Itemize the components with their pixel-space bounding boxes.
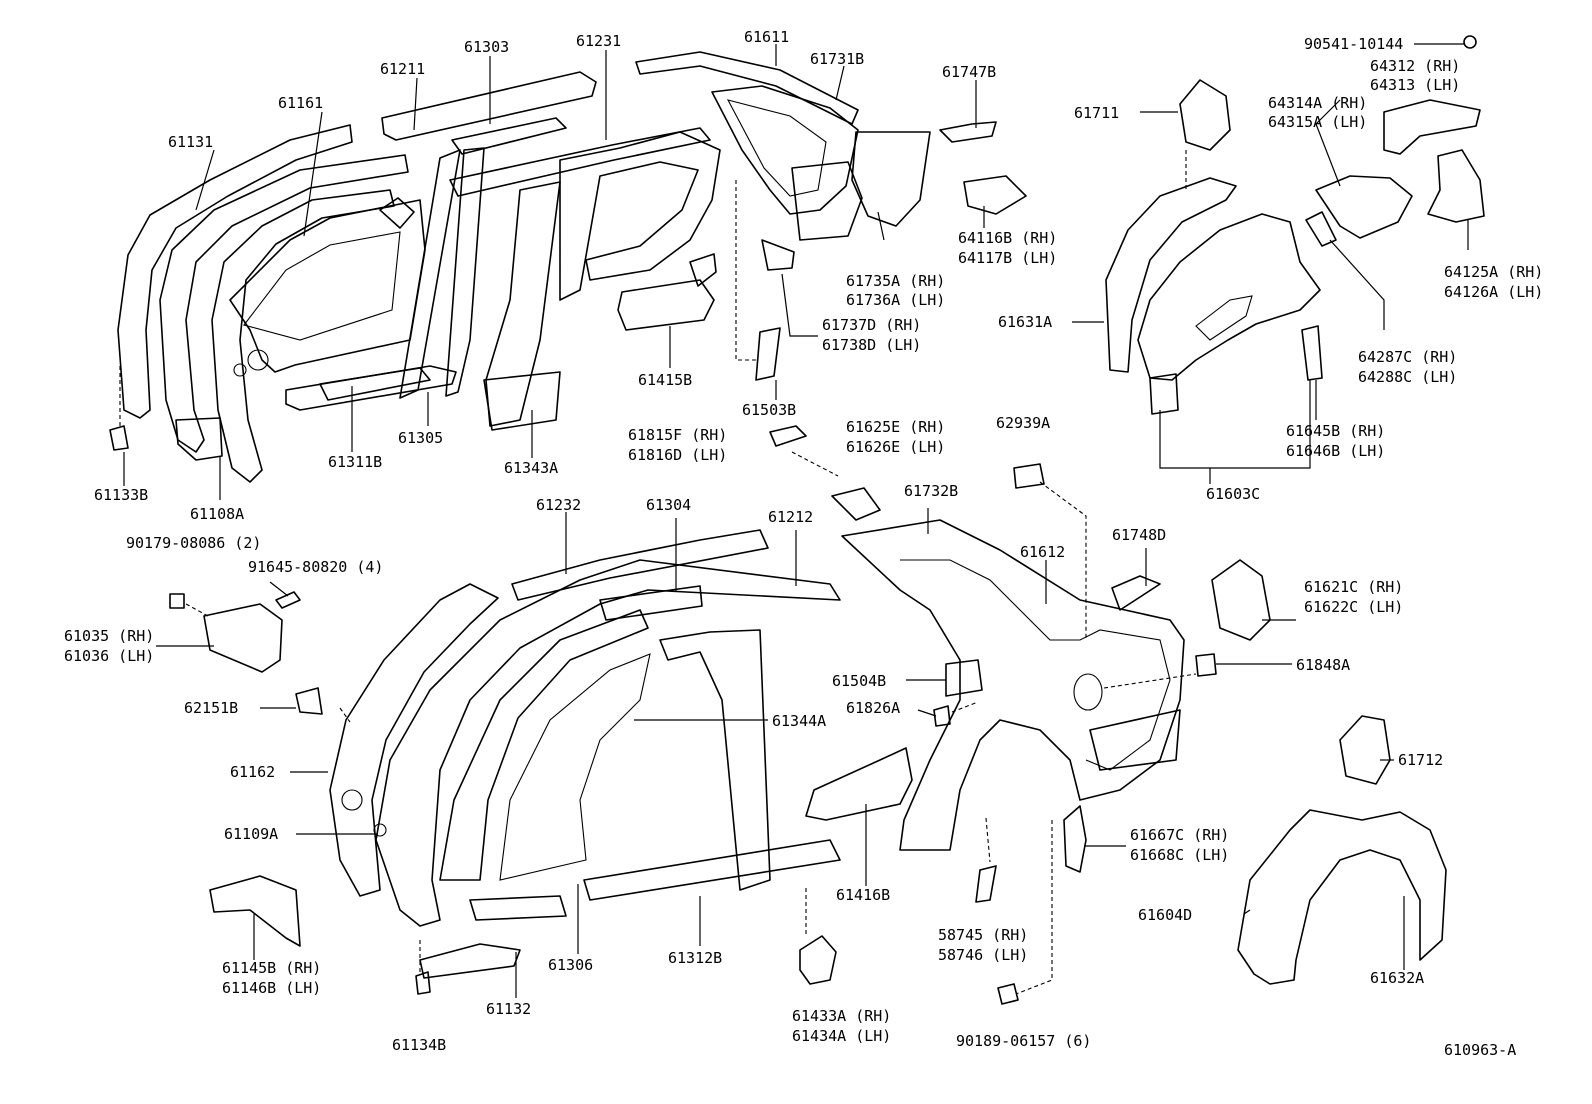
label-90541-10144: 90541-10144	[1304, 35, 1403, 53]
label-61826a: 61826A	[846, 699, 900, 717]
label-61343a: 61343A	[504, 459, 558, 477]
label-61311b: 61311B	[328, 453, 382, 471]
leader-lines	[123, 43, 1469, 998]
label-61667c: 61667C (RH)	[1130, 826, 1229, 844]
label-61133b: 61133B	[94, 486, 148, 504]
label-64314a: 64314A (RH)	[1268, 94, 1367, 112]
label-64287c: 64287C (RH)	[1358, 348, 1457, 366]
label-64126a: 64126A (LH)	[1444, 283, 1543, 301]
label-61622c: 61622C (LH)	[1304, 598, 1403, 616]
label-61646b: 61646B (LH)	[1286, 442, 1385, 460]
outer-side-panel-illustration	[329, 529, 841, 979]
label-61162: 61162	[230, 763, 275, 781]
label-64315a: 64315A (LH)	[1268, 113, 1367, 131]
label-61621c: 61621C (RH)	[1304, 578, 1403, 596]
label-61732b: 61732B	[904, 482, 958, 500]
label-61132: 61132	[486, 1000, 531, 1018]
label-61303: 61303	[464, 38, 509, 56]
label-61434a: 61434A (LH)	[792, 1027, 891, 1045]
dashed-alignment-lines	[119, 150, 1197, 995]
illustration-id: 610963-A	[1444, 1041, 1516, 1059]
label-61747b: 61747B	[942, 63, 996, 81]
label-61305: 61305	[398, 429, 443, 447]
label-64116b: 64116B (RH)	[958, 229, 1057, 247]
label-61304: 61304	[646, 496, 691, 514]
label-61035: 61035 (RH)	[64, 627, 154, 645]
label-64288c: 64288C (LH)	[1358, 368, 1457, 386]
label-61735a: 61735A (RH)	[846, 272, 945, 290]
lower-left-small-parts-illustration	[109, 425, 1019, 1005]
label-90189-06157: 90189-06157 (6)	[956, 1032, 1091, 1050]
label-91645-80820: 91645-80820 (4)	[248, 558, 383, 576]
upper-rear-quarter-illustration	[617, 51, 1027, 381]
label-61612: 61612	[1020, 543, 1065, 561]
label-64313: 64313 (LH)	[1370, 76, 1460, 94]
label-64312: 64312 (RH)	[1370, 57, 1460, 75]
lower-wheelhouse-illustration	[1063, 715, 1447, 985]
label-61731b: 61731B	[810, 50, 864, 68]
label-61416b: 61416B	[836, 886, 890, 904]
label-61211: 61211	[380, 60, 425, 78]
label-61415b: 61415B	[638, 371, 692, 389]
label-61815f: 61815F (RH)	[628, 426, 727, 444]
label-61312b: 61312B	[668, 949, 722, 967]
label-61503b: 61503B	[742, 401, 796, 419]
label-90179-08086: 90179-08086 (2)	[126, 534, 261, 552]
label-61748d: 61748D	[1112, 526, 1166, 544]
label-61433a: 61433A (RH)	[792, 1007, 891, 1025]
label-61626e: 61626E (LH)	[846, 438, 945, 456]
label-61109a: 61109A	[224, 825, 278, 843]
label-61711: 61711	[1074, 104, 1119, 122]
label-61603c: 61603C	[1206, 485, 1260, 503]
part-labels: 61131 61161 61211 61303 61231 61611 6173…	[64, 28, 1543, 1059]
label-61134b: 61134B	[392, 1036, 446, 1054]
quarter-panel-illustration	[769, 425, 1271, 903]
label-61632a: 61632A	[1370, 969, 1424, 987]
label-61131: 61131	[168, 133, 213, 151]
label-61161: 61161	[278, 94, 323, 112]
label-64117b: 64117B (LH)	[958, 249, 1057, 267]
label-61145b: 61145B (RH)	[222, 959, 321, 977]
label-58746: 58746 (LH)	[938, 946, 1028, 964]
label-61645b: 61645B (RH)	[1286, 422, 1385, 440]
label-62151b: 62151B	[184, 699, 238, 717]
label-58745: 58745 (RH)	[938, 926, 1028, 944]
label-61848a: 61848A	[1296, 656, 1350, 674]
label-61738d: 61738D (LH)	[822, 336, 921, 354]
inner-side-panel-assembly-illustration	[117, 124, 426, 483]
label-61344a: 61344A	[772, 712, 826, 730]
label-61625e: 61625E (RH)	[846, 418, 945, 436]
label-61306: 61306	[548, 956, 593, 974]
upper-wheelhouse-illustration	[1105, 35, 1485, 415]
label-61232: 61232	[536, 496, 581, 514]
label-62939a: 62939A	[996, 414, 1050, 432]
label-61736a: 61736A (LH)	[846, 291, 945, 309]
label-64125a: 64125A (RH)	[1444, 263, 1543, 281]
label-61212: 61212	[768, 508, 813, 526]
label-61146b: 61146B (LH)	[222, 979, 321, 997]
label-61816d: 61816D (LH)	[628, 446, 727, 464]
roof-rail-and-pillar-illustration	[285, 71, 721, 431]
label-61231: 61231	[576, 32, 621, 50]
label-61504b: 61504B	[832, 672, 886, 690]
label-61604d: 61604D	[1138, 906, 1192, 924]
label-61611: 61611	[744, 28, 789, 46]
label-61737d: 61737D (RH)	[822, 316, 921, 334]
label-61631a: 61631A	[998, 313, 1052, 331]
label-61108a: 61108A	[190, 505, 244, 523]
label-61668c: 61668C (LH)	[1130, 846, 1229, 864]
label-61712: 61712	[1398, 751, 1443, 769]
label-61036: 61036 (LH)	[64, 647, 154, 665]
